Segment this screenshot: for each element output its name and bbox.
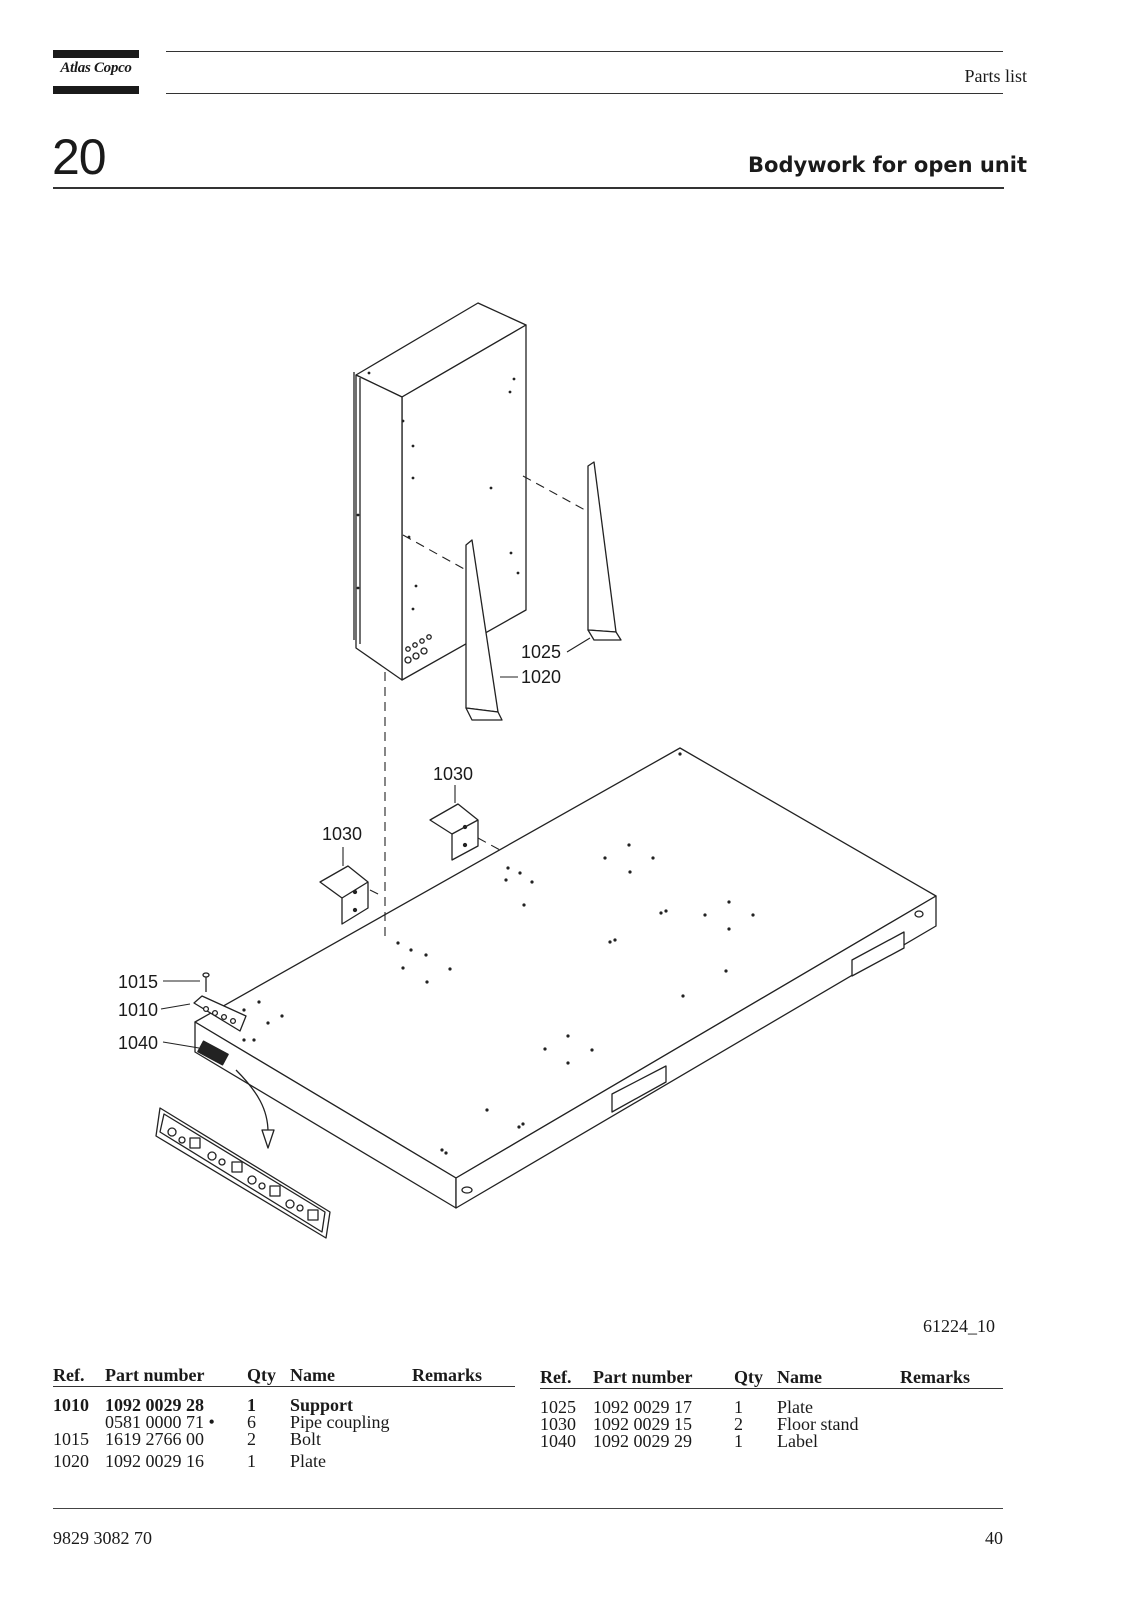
- header-rule-bottom: [166, 93, 1003, 94]
- callout-1015: 1015: [118, 972, 158, 992]
- cell-remarks: [412, 1448, 515, 1474]
- cell-part-number: 1619 2766 00: [105, 1429, 204, 1449]
- col-qty: Qty: [247, 1362, 290, 1387]
- cell-remarks: [412, 1431, 515, 1448]
- section-label: Parts list: [964, 66, 1027, 86]
- brand-wordmark: Atlas Copco: [60, 60, 132, 76]
- parts-table-left: Ref. Part number Qty Name Remarks 1010 1…: [53, 1362, 515, 1474]
- callout-1025: 1025: [521, 642, 561, 662]
- label-1040: [197, 1040, 229, 1066]
- plate-1025: [587, 461, 622, 641]
- cabinet: [353, 302, 527, 681]
- cell-qty: 2: [734, 1414, 743, 1434]
- table-row: 0581 0000 71 • 6 Pipe coupling: [53, 1412, 515, 1432]
- col-remarks: Remarks: [900, 1364, 1003, 1389]
- logo-bar-top: [53, 50, 139, 58]
- col-qty: Qty: [734, 1364, 777, 1389]
- exploded-view-drawing: 1025 1020 1030 1030 1015 1010 1040: [118, 302, 937, 1239]
- cell-part-number: 1092 0029 29: [593, 1431, 692, 1451]
- callout-1040: 1040: [118, 1033, 158, 1053]
- table-header-row: Ref. Part number Qty Name Remarks: [53, 1362, 515, 1387]
- cell-qty: 2: [247, 1429, 256, 1449]
- document-number: 9829 3082 70: [53, 1528, 152, 1548]
- cell-name: Label: [777, 1431, 818, 1451]
- cell-remarks: [412, 1414, 515, 1431]
- callout-1010: 1010: [118, 1000, 158, 1020]
- cell-qty: 1: [247, 1451, 256, 1471]
- col-ref: Ref.: [540, 1364, 593, 1389]
- page-title: Bodywork for open unit: [748, 153, 1027, 177]
- table-row: 1015 1619 2766 00 2 Bolt: [53, 1429, 515, 1449]
- plate-1020: [465, 539, 503, 721]
- chapter-number: 20: [52, 129, 107, 185]
- cell-part-number: 0581 0000 71 •: [105, 1412, 215, 1432]
- cell-ref: 1010: [53, 1395, 89, 1415]
- cell-name: Plate: [290, 1451, 326, 1471]
- drawing-id: 61224_10: [923, 1316, 995, 1336]
- floor-stand-a: [429, 803, 479, 861]
- floor-stand-b: [319, 865, 369, 925]
- cell-qty: 1: [734, 1431, 743, 1451]
- callout-1030-lower: 1030: [322, 824, 362, 844]
- cell-remarks: [900, 1416, 1003, 1433]
- logo-bar-bottom: [53, 86, 139, 94]
- cell-qty: 6: [247, 1412, 256, 1432]
- table-row: 1030 1092 0029 15 2 Floor stand: [540, 1414, 1003, 1434]
- col-remarks: Remarks: [412, 1362, 515, 1387]
- col-ref: Ref.: [53, 1362, 105, 1387]
- cell-qty: 1: [247, 1395, 256, 1415]
- col-name: Name: [777, 1364, 900, 1389]
- cell-part-number: 1092 0029 15: [593, 1414, 692, 1434]
- cell-name: Support: [290, 1395, 354, 1415]
- cell-name: Bolt: [290, 1429, 322, 1449]
- table-row: 1040 1092 0029 29 1 Label: [540, 1431, 1003, 1451]
- cell-part-number: 1092 0029 17: [593, 1397, 692, 1417]
- cell-ref: 1025: [540, 1397, 576, 1417]
- cell-part-number: 1092 0029 16: [105, 1451, 204, 1471]
- label-detail: [155, 1107, 331, 1239]
- title-rule: [53, 187, 1004, 189]
- table-header-row: Ref. Part number Qty Name Remarks: [540, 1364, 1003, 1389]
- col-part-number: Part number: [593, 1364, 734, 1389]
- cell-ref: 1030: [540, 1414, 576, 1434]
- cell-name: Plate: [777, 1397, 813, 1417]
- col-part-number: Part number: [105, 1362, 247, 1387]
- cell-ref: 1015: [53, 1429, 89, 1449]
- cell-name: Floor stand: [777, 1414, 859, 1434]
- cell-part-number: 1092 0029 28: [105, 1395, 204, 1415]
- footer-rule: [53, 1508, 1003, 1509]
- bolt-1015: [202, 972, 210, 992]
- cell-remarks: [412, 1387, 515, 1415]
- cell-name: Pipe coupling: [290, 1412, 390, 1432]
- col-name: Name: [290, 1362, 412, 1387]
- page-number: 40: [985, 1528, 1003, 1548]
- parts-table-right: Ref. Part number Qty Name Remarks 1025 1…: [540, 1364, 1003, 1450]
- table-row: 1020 1092 0029 16 1 Plate: [53, 1448, 515, 1474]
- cell-qty: 1: [734, 1397, 743, 1417]
- cell-remarks: [900, 1433, 1003, 1450]
- callout-1020: 1020: [521, 667, 561, 687]
- brand-logo: Atlas Copco: [53, 50, 139, 94]
- cell-ref: 1020: [53, 1451, 89, 1471]
- cell-ref: 1040: [540, 1431, 576, 1451]
- table-row: 1010 1092 0029 28 1 Support: [53, 1387, 515, 1415]
- table-row: 1025 1092 0029 17 1 Plate: [540, 1389, 1003, 1417]
- support-1010: [193, 995, 247, 1032]
- base-holes: [242, 752, 755, 1155]
- callout-1030-upper: 1030: [433, 764, 473, 784]
- header-rule-top: [166, 51, 1003, 52]
- base-frame: [194, 747, 937, 1209]
- cell-remarks: [900, 1389, 1003, 1417]
